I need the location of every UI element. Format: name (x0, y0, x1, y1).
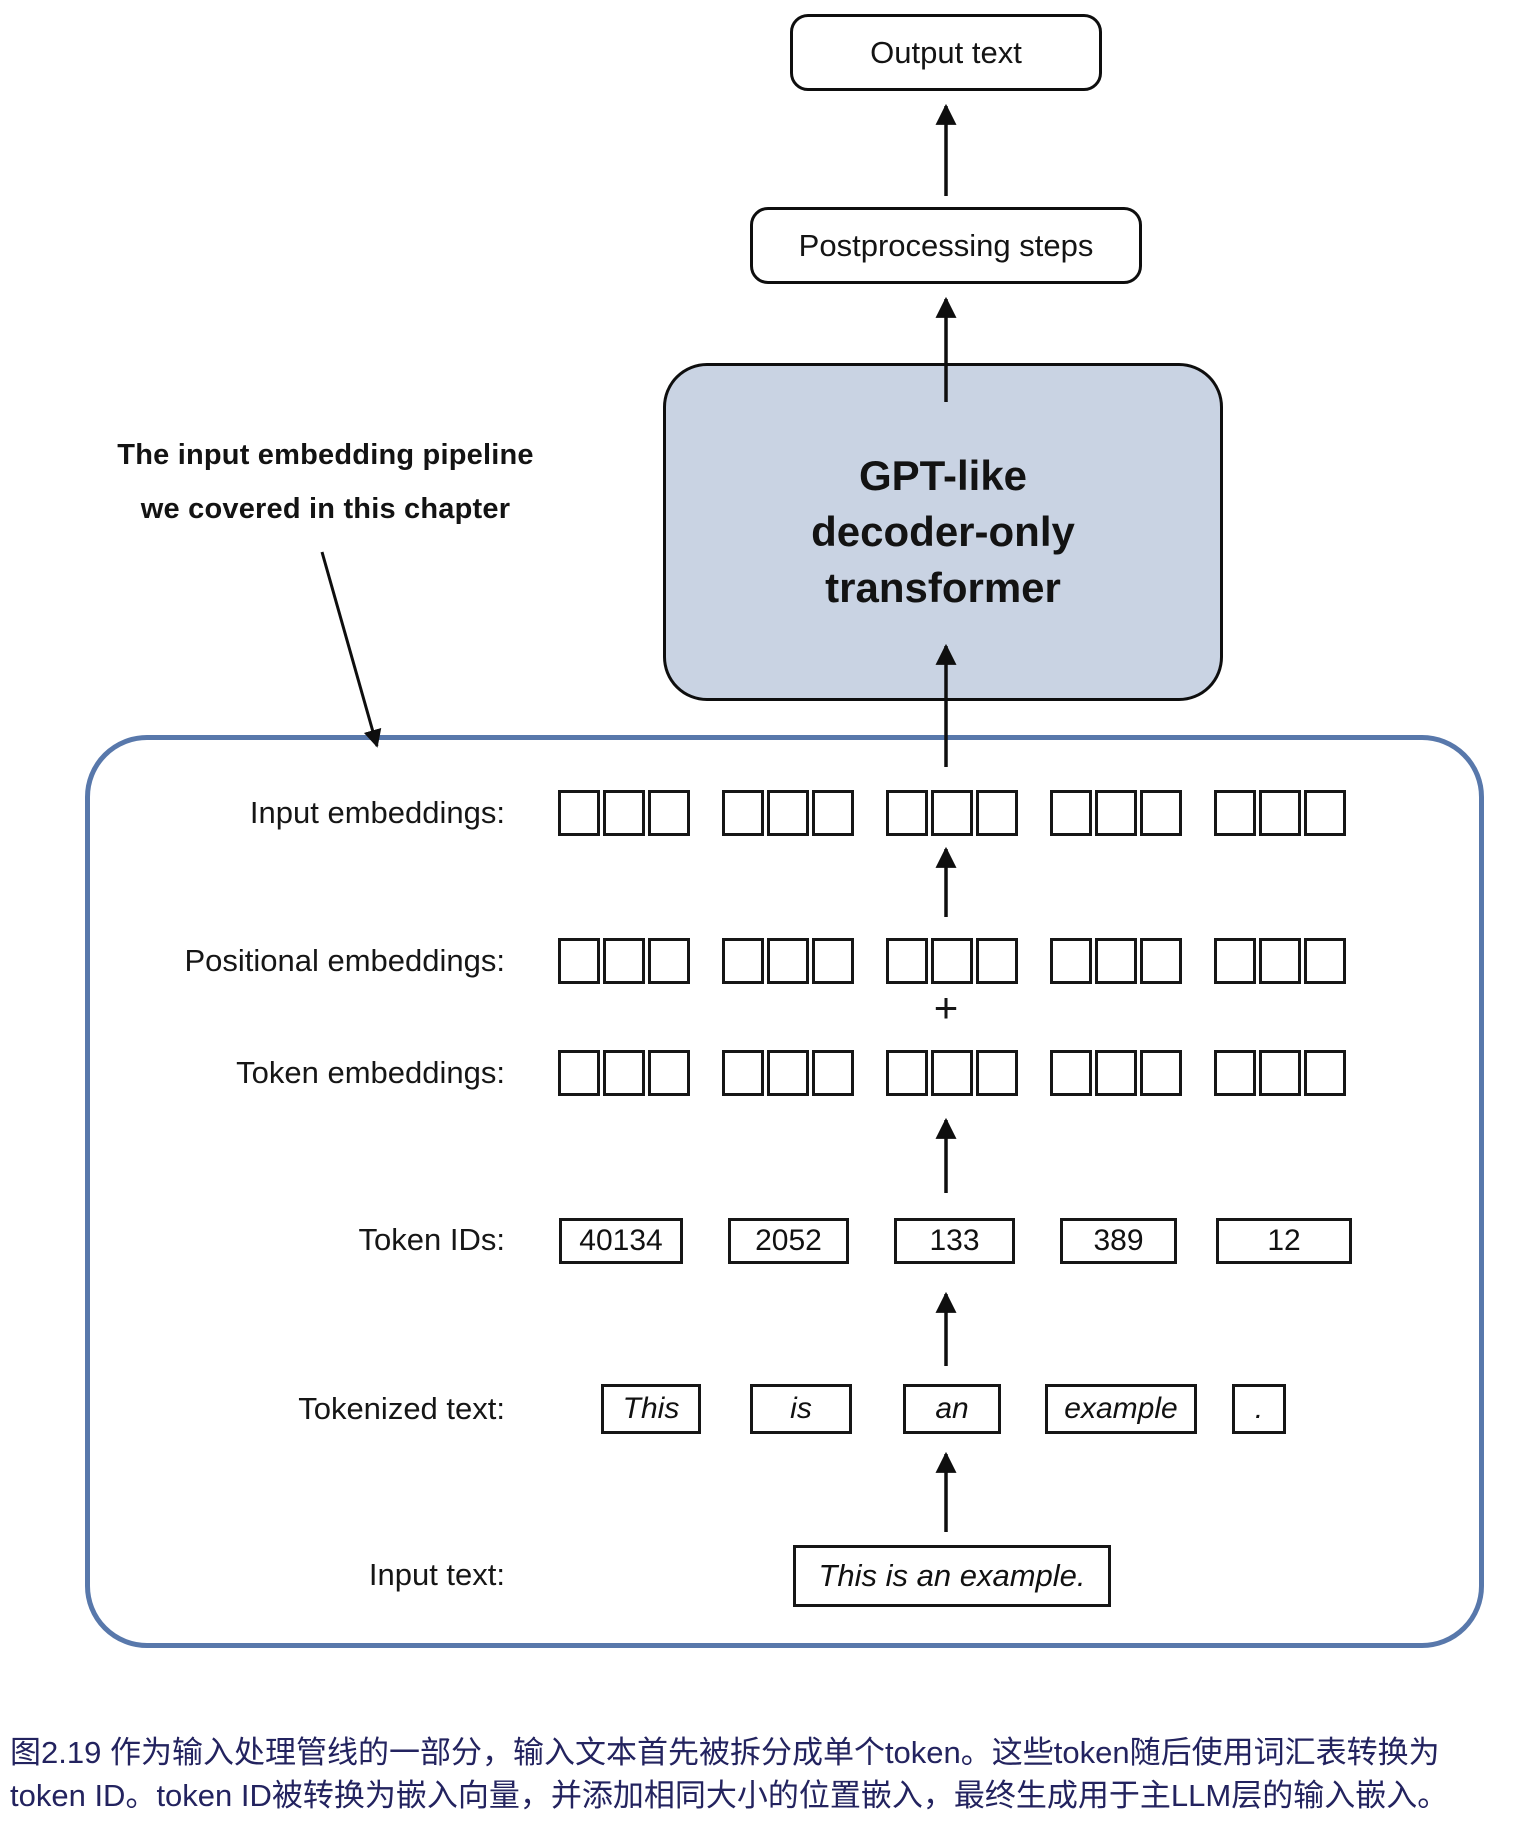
output-text-label: Output text (870, 34, 1022, 70)
embedding-cell (1304, 938, 1346, 984)
input-embedding-vector (558, 790, 690, 836)
embedding-cell (722, 1050, 764, 1096)
annotation-line2: we covered in this chapter (140, 493, 511, 525)
token-box: an (903, 1384, 1001, 1434)
embedding-cell (603, 1050, 645, 1096)
input-embedding-pipeline-container (85, 735, 1484, 1648)
embedding-cell (1259, 790, 1301, 836)
embedding-cell (1095, 790, 1137, 836)
token-embeddings-label: Token embeddings: (236, 1055, 505, 1090)
embedding-cell (648, 790, 690, 836)
embedding-cell (1050, 1050, 1092, 1096)
embedding-cell (722, 938, 764, 984)
embedding-cell (886, 1050, 928, 1096)
embedding-cell (812, 790, 854, 836)
embedding-cell (1140, 938, 1182, 984)
input-embedding-vector (886, 790, 1018, 836)
gpt-box-line2: decoder-only (811, 508, 1075, 555)
embedding-cell (1214, 938, 1256, 984)
positional-embedding-vector (558, 938, 690, 984)
input-embedding-vector (1050, 790, 1182, 836)
embedding-cell (812, 938, 854, 984)
token-embedding-vector (722, 1050, 854, 1096)
embedding-cell (648, 1050, 690, 1096)
embedding-cell (931, 938, 973, 984)
plus-sign: + (933, 984, 959, 1031)
token-id-box: 12 (1216, 1218, 1352, 1264)
embedding-cell (931, 1050, 973, 1096)
embedding-cell (558, 790, 600, 836)
token-id-box: 133 (894, 1218, 1015, 1264)
token-embedding-vector (886, 1050, 1018, 1096)
embedding-cell (648, 938, 690, 984)
embedding-cell (1095, 1050, 1137, 1096)
positional-embedding-vector (1050, 938, 1182, 984)
gpt-box-line1: GPT-like (858, 452, 1028, 499)
embedding-cell (976, 790, 1018, 836)
embedding-cell (1140, 790, 1182, 836)
input-text-label: Input text: (368, 1557, 505, 1592)
token-box: is (750, 1384, 852, 1434)
token-id-box: 389 (1060, 1218, 1177, 1264)
input-embedding-vector (722, 790, 854, 836)
embedding-cell (812, 1050, 854, 1096)
positional-embedding-vector (886, 938, 1018, 984)
token-box: . (1232, 1384, 1286, 1434)
embedding-cell (1050, 938, 1092, 984)
gpt-transformer-box: GPT-like decoder-only transformer (663, 363, 1223, 701)
positional-embeddings-label: Positional embeddings: (184, 943, 505, 978)
token-embedding-vector (1214, 1050, 1346, 1096)
postprocessing-steps-label: Postprocessing steps (798, 227, 1094, 263)
input-embeddings-label: Input embeddings: (249, 795, 505, 830)
output-text-box: Output text (790, 14, 1102, 91)
embedding-cell (1304, 1050, 1346, 1096)
token-ids-label: Token IDs: (358, 1222, 505, 1257)
embedding-cell (886, 938, 928, 984)
token-id-box: 2052 (728, 1218, 849, 1264)
embedding-cell (767, 938, 809, 984)
embedding-cell (1214, 790, 1256, 836)
embedding-cell (1259, 938, 1301, 984)
gpt-box-line3: transformer (825, 564, 1061, 611)
input-embedding-vector (1214, 790, 1346, 836)
embedding-cell (976, 1050, 1018, 1096)
embedding-cell (886, 790, 928, 836)
token-embedding-vector (1050, 1050, 1182, 1096)
caption-line1: 图2.19 作为输入处理管线的一部分，输入文本首先被拆分成单个token。这些t… (10, 1735, 1440, 1770)
embedding-cell (767, 790, 809, 836)
positional-embedding-vector (1214, 938, 1346, 984)
annotation-arrow (320, 551, 382, 748)
embedding-cell (1095, 938, 1137, 984)
token-box: example (1045, 1384, 1197, 1434)
embedding-cell (1050, 790, 1092, 836)
token-embedding-vector (558, 1050, 690, 1096)
caption-line2: token ID。token ID被转换为嵌入向量，并添加相同大小的位置嵌入，最… (10, 1778, 1449, 1813)
embedding-cell (603, 790, 645, 836)
tokenized-text-label: Tokenized text: (298, 1391, 505, 1426)
embedding-cell (603, 938, 645, 984)
embedding-cell (1140, 1050, 1182, 1096)
token-id-box: 40134 (559, 1218, 683, 1264)
postprocessing-steps-box: Postprocessing steps (750, 207, 1142, 284)
embedding-cell (722, 790, 764, 836)
annotation-note: The input embedding pipeline we covered … (88, 428, 563, 536)
embedding-cell (1304, 790, 1346, 836)
embedding-cell (931, 790, 973, 836)
embedding-cell (558, 1050, 600, 1096)
annotation-line1: The input embedding pipeline (117, 439, 534, 471)
input-text-box: This is an example. (793, 1545, 1111, 1607)
token-box: This (601, 1384, 701, 1434)
embedding-cell (767, 1050, 809, 1096)
positional-embedding-vector (722, 938, 854, 984)
embedding-cell (558, 938, 600, 984)
embedding-cell (976, 938, 1018, 984)
embedding-cell (1214, 1050, 1256, 1096)
embedding-cell (1259, 1050, 1301, 1096)
